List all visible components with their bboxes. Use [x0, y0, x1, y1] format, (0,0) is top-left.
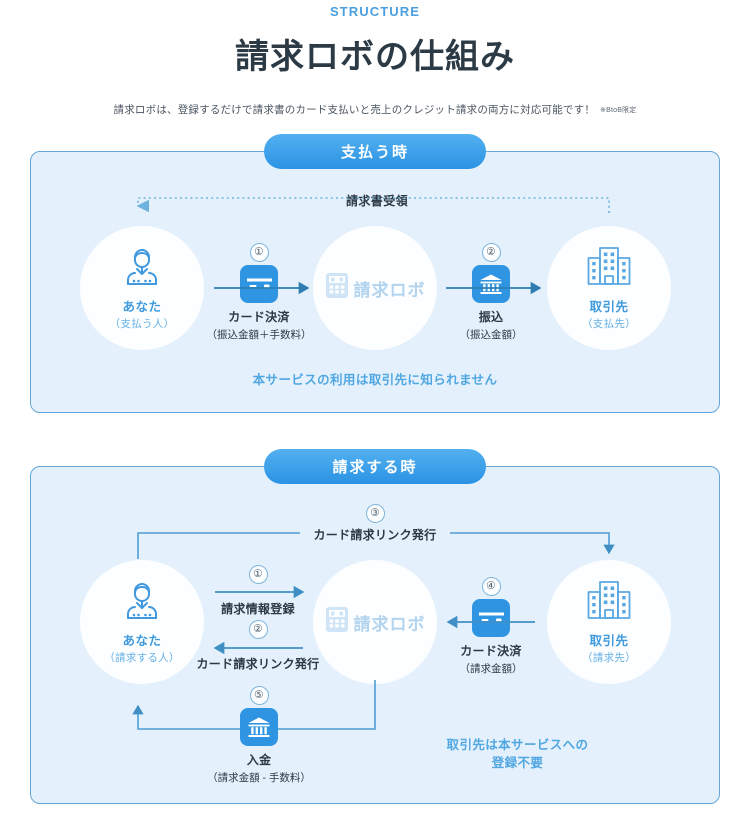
node-you-payment: あなた （支払う人）	[80, 226, 204, 350]
node-partner-payment: 取引先 （支払先）	[547, 226, 671, 350]
node-label: 請求ロボ	[353, 614, 426, 634]
node-label: 取引先	[589, 633, 629, 648]
panel-tab-billing: 請求する時	[264, 449, 486, 484]
credit-card-icon	[240, 265, 278, 303]
dotted-flow-label-invoice-receipt: 請求書受領	[338, 192, 417, 209]
credit-card-icon	[472, 599, 510, 637]
subtitle-text: 請求ロボは、登録するだけで請求書のカード支払いと売上のクレジット請求の両方に対応…	[113, 104, 596, 116]
node-label: あなた	[122, 299, 162, 314]
step-title: 振込	[478, 310, 504, 324]
node-label: 取引先	[589, 299, 629, 314]
step-sublabel: （請求金額）	[459, 663, 523, 675]
panel-tab-payment: 支払う時	[264, 134, 486, 169]
flow-label-text: カード請求リンク発行	[304, 526, 446, 543]
node-sublabel: （支払先）	[582, 317, 636, 330]
bank-icon	[472, 265, 510, 303]
node-partner-billing: 取引先 （請求先）	[547, 560, 671, 684]
flow-billing-info-register-1: ①	[158, 565, 358, 587]
node-seikyu-robo-billing: 請求ロボ	[313, 560, 437, 684]
subtitle-footnote: ※BtoB限定	[600, 107, 637, 114]
bank-icon	[240, 708, 278, 746]
flow-card-link-issue-2: ②	[158, 620, 358, 642]
node-label: 請求ロボ	[353, 280, 426, 300]
step-bank-transfer-2: ② 振込 （振込金額）	[426, 243, 556, 342]
calculator-robot-icon	[325, 272, 349, 304]
step-card-payment-4: ④ カード決済 （請求金額）	[426, 577, 556, 676]
person-suit-icon	[122, 246, 162, 293]
flow-card-link-issue-3: ③ カード請求リンク発行	[275, 504, 475, 543]
flow-card-link-issue-2-label: カード請求リンク発行	[158, 655, 358, 672]
step-card-payment-1: ① カード決済 （振込金額＋手数料）	[194, 243, 324, 342]
note-billing-no-registration: 取引先は本サービスへの 登録不要	[415, 736, 620, 772]
node-label: あなた	[122, 633, 162, 648]
step-sublabel: （振込金額）	[459, 329, 523, 341]
step-number-badge: ②	[248, 620, 268, 639]
flow-label-text: カード請求リンク発行	[196, 657, 320, 671]
note-line-1: 取引先は本サービスへの	[446, 738, 589, 752]
node-seikyu-robo-payment: 請求ロボ	[313, 226, 437, 350]
step-number-badge: ⑤	[249, 686, 269, 705]
step-title: 入金	[246, 753, 272, 767]
flow-label-text: 請求情報登録	[221, 602, 295, 616]
page-header: STRUCTURE 請求ロボの仕組み 請求ロボは、登録するだけで請求書のカード支…	[0, 0, 750, 117]
step-sublabel: （振込金額＋手数料）	[206, 329, 312, 341]
node-sublabel: （請求する人）	[104, 651, 180, 664]
page-title: 請求ロボの仕組み	[235, 38, 515, 76]
step-number-badge: ①	[248, 565, 268, 584]
step-number-badge: ④	[481, 577, 501, 596]
note-line-2: 登録不要	[491, 756, 544, 771]
step-title: カード決済	[228, 310, 290, 324]
step-number-badge: ①	[249, 243, 269, 262]
node-sublabel: （請求先）	[582, 651, 636, 664]
step-deposit-5: ⑤ 入金 （請求金額 - 手数料）	[194, 686, 324, 785]
office-building-icon	[586, 580, 632, 627]
node-you-billing: あなた （請求する人）	[80, 560, 204, 684]
person-suit-icon	[122, 580, 162, 627]
note-payment-privacy: 本サービスの利用は取引先に知られません	[252, 373, 498, 387]
calculator-robot-icon	[325, 606, 349, 638]
step-title: カード決済	[460, 644, 522, 658]
step-number-badge: ②	[481, 243, 501, 262]
page-subtitle: 請求ロボは、登録するだけで請求書のカード支払いと売上のクレジット請求の両方に対応…	[0, 102, 750, 117]
node-sublabel: （支払う人）	[109, 317, 175, 330]
step-sublabel: （請求金額 - 手数料）	[207, 772, 311, 784]
step-number-badge: ③	[365, 504, 385, 523]
flow-billing-info-register-1-label: 請求情報登録	[158, 600, 358, 617]
eyebrow-label: STRUCTURE	[329, 4, 421, 19]
office-building-icon	[586, 246, 632, 293]
